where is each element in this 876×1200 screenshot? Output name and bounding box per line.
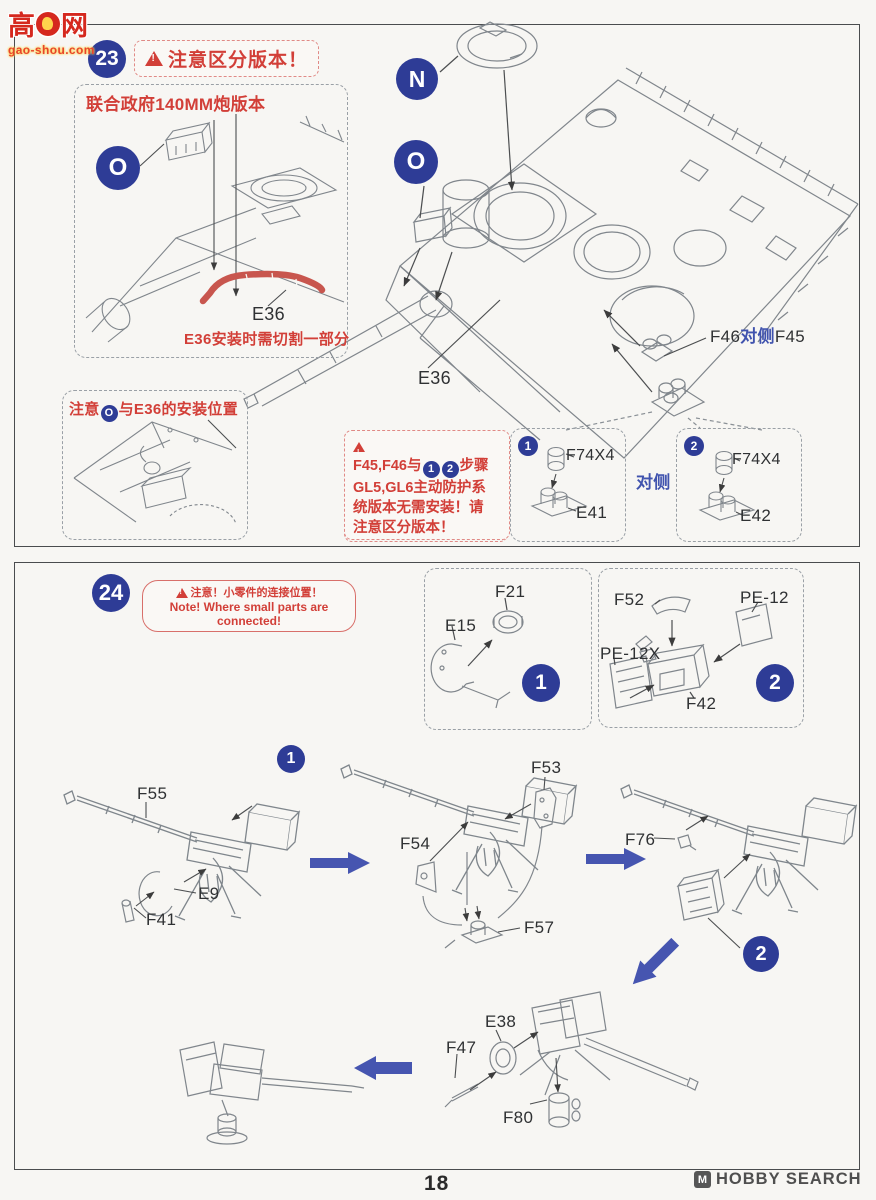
part-label-f52: F52 xyxy=(614,590,645,609)
step23-section-frame xyxy=(14,24,860,547)
hobbysearch-logo-icon: M xyxy=(694,1171,711,1188)
step24-note-box: 注意！小零件的连接位置！ Note! Where small parts are… xyxy=(142,580,356,632)
callout-o-small: O xyxy=(100,404,118,422)
part-label-f76: F76 xyxy=(625,830,656,849)
step23-panel2-badge: 2 xyxy=(684,436,704,456)
hobbysearch-text: HOBBY SEARCH xyxy=(716,1170,862,1188)
opposite-text: 对侧 xyxy=(740,327,775,346)
step23-badge: 23 xyxy=(88,40,126,78)
opposite-side-label: F46对侧F45 xyxy=(710,322,805,347)
warning-circle-2: 2 xyxy=(441,460,459,478)
step24-panel1-badge: 1 xyxy=(522,664,560,702)
callout-o-main: O xyxy=(394,140,438,184)
gaoshou-char2: 网 xyxy=(61,11,88,41)
part-label-f45: F45 xyxy=(774,327,806,346)
warning-line4: 注意区分版本！ xyxy=(353,519,455,536)
part-label-f57: F57 xyxy=(524,918,555,937)
part-label-e36-main: E36 xyxy=(418,368,451,388)
position-note-prefix: 注意 xyxy=(69,401,100,418)
gaoshou-char1: 高 xyxy=(8,11,35,41)
warning-circle-1: 1 xyxy=(422,460,440,478)
warning-line1b: 步骤 xyxy=(459,458,489,474)
step23-panel1-badge: 1 xyxy=(518,436,538,456)
part-label-e38: E38 xyxy=(485,1012,517,1031)
part-label-pe12x: PE-12X xyxy=(600,644,661,663)
callout-n: N xyxy=(396,58,438,100)
between-panels-opposite: 对侧 xyxy=(636,473,671,492)
hobbysearch-watermark: M HOBBY SEARCH xyxy=(694,1170,862,1189)
warning-line2: GL5,GL6主动防护系 xyxy=(353,479,486,496)
warning-icon-small xyxy=(353,442,365,463)
part-label-f21: F21 xyxy=(495,582,526,601)
gaoshou-url: gao-shou.com xyxy=(8,43,95,57)
variant-title: 联合政府140MM炮版本 xyxy=(86,95,266,114)
warning-line3: 统版本无需安装！请 xyxy=(353,499,484,516)
part-label-e36-inset: E36 xyxy=(252,304,285,324)
step23-position-inset-box xyxy=(62,390,248,540)
step23-header-warning: 注意区分版本！ xyxy=(134,40,320,77)
part-label-e41: E41 xyxy=(576,503,608,522)
callout-o-inset: O xyxy=(96,146,140,190)
note-cn: 注意！小零件的连接位置！ xyxy=(190,587,323,599)
e36-cut-note: E36安装时需切割一部分 xyxy=(184,331,350,348)
page-number: 18 xyxy=(424,1172,450,1195)
part-label-e42: E42 xyxy=(740,506,772,525)
part-label-pe12: PE-12 xyxy=(740,588,789,607)
position-note-suffix: 与E36的安装位置 xyxy=(118,401,238,418)
gaoshou-watermark: 高 网 gao-shou.com xyxy=(8,4,95,57)
part-label-f55: F55 xyxy=(137,784,168,803)
part-label-f80: F80 xyxy=(503,1108,534,1127)
step24-panel1-box xyxy=(424,568,592,730)
part-label-e15: E15 xyxy=(445,616,477,635)
step23-header-warning-text: 注意区分版本！ xyxy=(168,50,309,71)
part-label-e9: E9 xyxy=(198,884,220,903)
part-label-f42: F42 xyxy=(686,694,717,713)
gaoshou-gear-icon xyxy=(36,11,60,36)
part-label-f74x4-1: F74X4 xyxy=(566,447,615,464)
stage3-badge: 2 xyxy=(743,936,779,972)
step23-variant-inset-box xyxy=(74,84,348,358)
warning-line1a: F45,F46与 xyxy=(353,458,422,474)
step24-section-frame xyxy=(14,562,860,1170)
part-label-f74x4-2: F74X4 xyxy=(732,451,781,468)
step24-panel2-badge: 2 xyxy=(756,664,794,702)
stage1-badge: 1 xyxy=(277,745,305,773)
step24-panel2-box xyxy=(598,568,804,728)
part-label-f54: F54 xyxy=(400,834,431,853)
part-label-f41: F41 xyxy=(146,910,177,929)
step24-badge: 24 xyxy=(92,574,130,612)
warning-icon-note xyxy=(175,588,188,598)
part-label-f53: F53 xyxy=(531,758,562,777)
part-label-f46: F46 xyxy=(710,327,741,346)
warning-icon xyxy=(145,51,163,66)
part-label-f47: F47 xyxy=(446,1038,477,1057)
note-en: Note! Where small parts are connected! xyxy=(169,600,329,628)
